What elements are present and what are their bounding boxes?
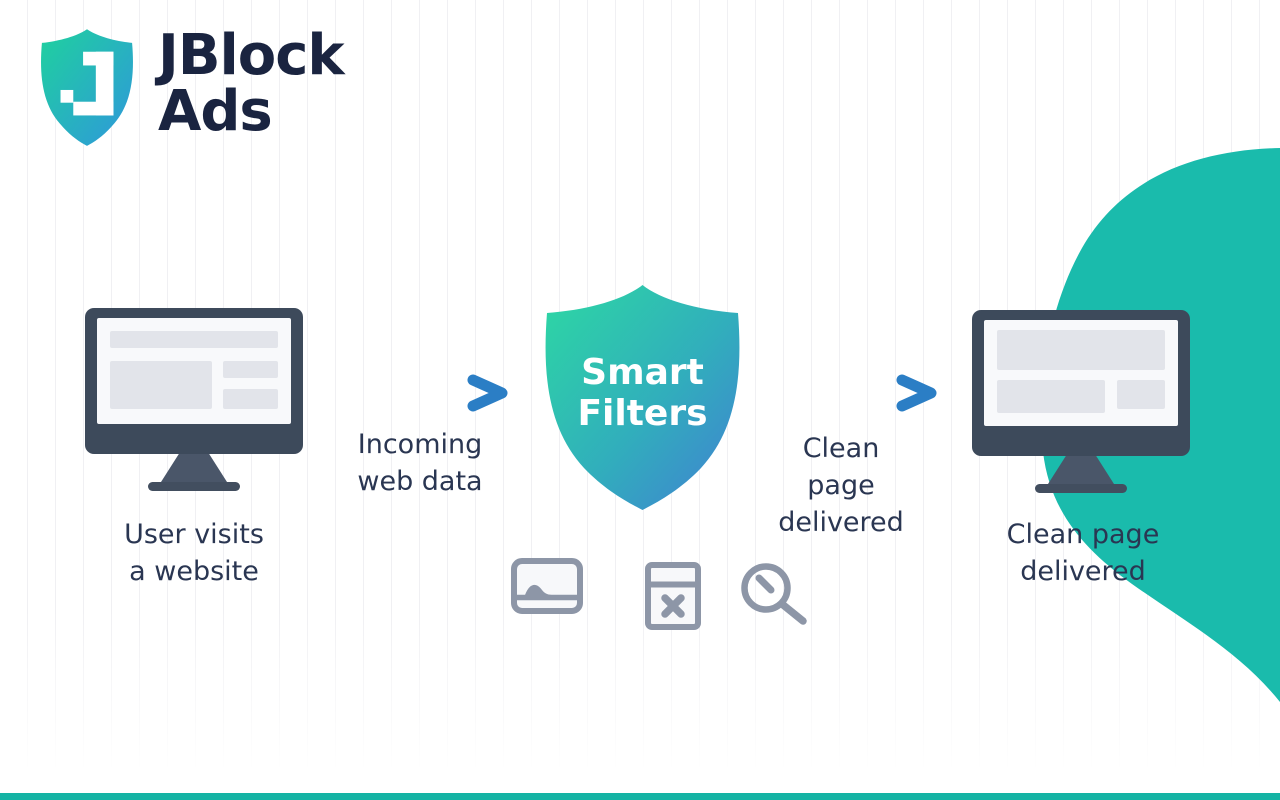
brand-title-line1: JBlock — [158, 23, 345, 88]
outgoing-label-line2: page — [807, 470, 875, 501]
monitor-stand-base — [148, 482, 240, 491]
filter-shield-icon — [545, 285, 740, 510]
page-header-block — [110, 331, 278, 348]
blocked-popup-icon — [645, 562, 701, 630]
ad-banner-icon — [511, 558, 583, 614]
result-monitor-illustration — [972, 310, 1190, 493]
incoming-label-line2: web data — [357, 466, 483, 497]
monitor-stand-neck — [161, 454, 227, 482]
page-hero-block — [997, 330, 1165, 370]
result-label-line1: Clean page — [1006, 519, 1160, 550]
sidebar-ad-block-1 — [223, 361, 278, 378]
monitor-stand-neck — [1048, 456, 1114, 484]
outgoing-label-line3: delivered — [778, 507, 904, 538]
source-label-line1: User visits — [124, 519, 264, 550]
incoming-arrow-label: Incoming web data — [339, 426, 501, 500]
incoming-label-line1: Incoming — [357, 429, 483, 460]
monitor-stand-base — [1035, 484, 1127, 493]
source-label-line2: a website — [129, 556, 259, 587]
brand-title-line2: Ads — [158, 79, 273, 144]
monitor-screen-clean — [984, 320, 1178, 426]
sidebar-ad-block-2 — [223, 389, 278, 409]
result-label: Clean page delivered — [972, 516, 1194, 590]
outgoing-arrow-label: Clean page delivered — [761, 430, 921, 541]
brand-logo: JBlock Ads — [38, 23, 345, 150]
source-monitor-illustration — [85, 308, 303, 491]
outgoing-label-line1: Clean — [802, 433, 880, 464]
source-label: User visits a website — [85, 516, 303, 590]
monitor-frame — [85, 308, 303, 454]
tracker-magnifier-icon — [741, 563, 807, 625]
incoming-arrow-icon — [336, 374, 508, 412]
monitor-screen-with-ads — [97, 318, 291, 424]
filter-shield-label: Smart Filters — [538, 352, 747, 434]
shield-label-line2: Filters — [577, 393, 708, 434]
monitor-frame — [972, 310, 1190, 456]
page-side-block — [1117, 380, 1165, 409]
bottom-accent-bar — [0, 793, 1280, 800]
jblock-shield-logo-icon — [41, 29, 133, 146]
shield-label-line1: Smart — [581, 352, 704, 393]
smart-filters-shield: Smart Filters — [538, 282, 747, 514]
brand-title: JBlock Ads — [158, 23, 345, 150]
page-content-block — [997, 380, 1105, 413]
outgoing-arrow-icon — [765, 374, 937, 412]
page-content-block — [110, 361, 212, 409]
result-label-line2: delivered — [1020, 556, 1146, 587]
